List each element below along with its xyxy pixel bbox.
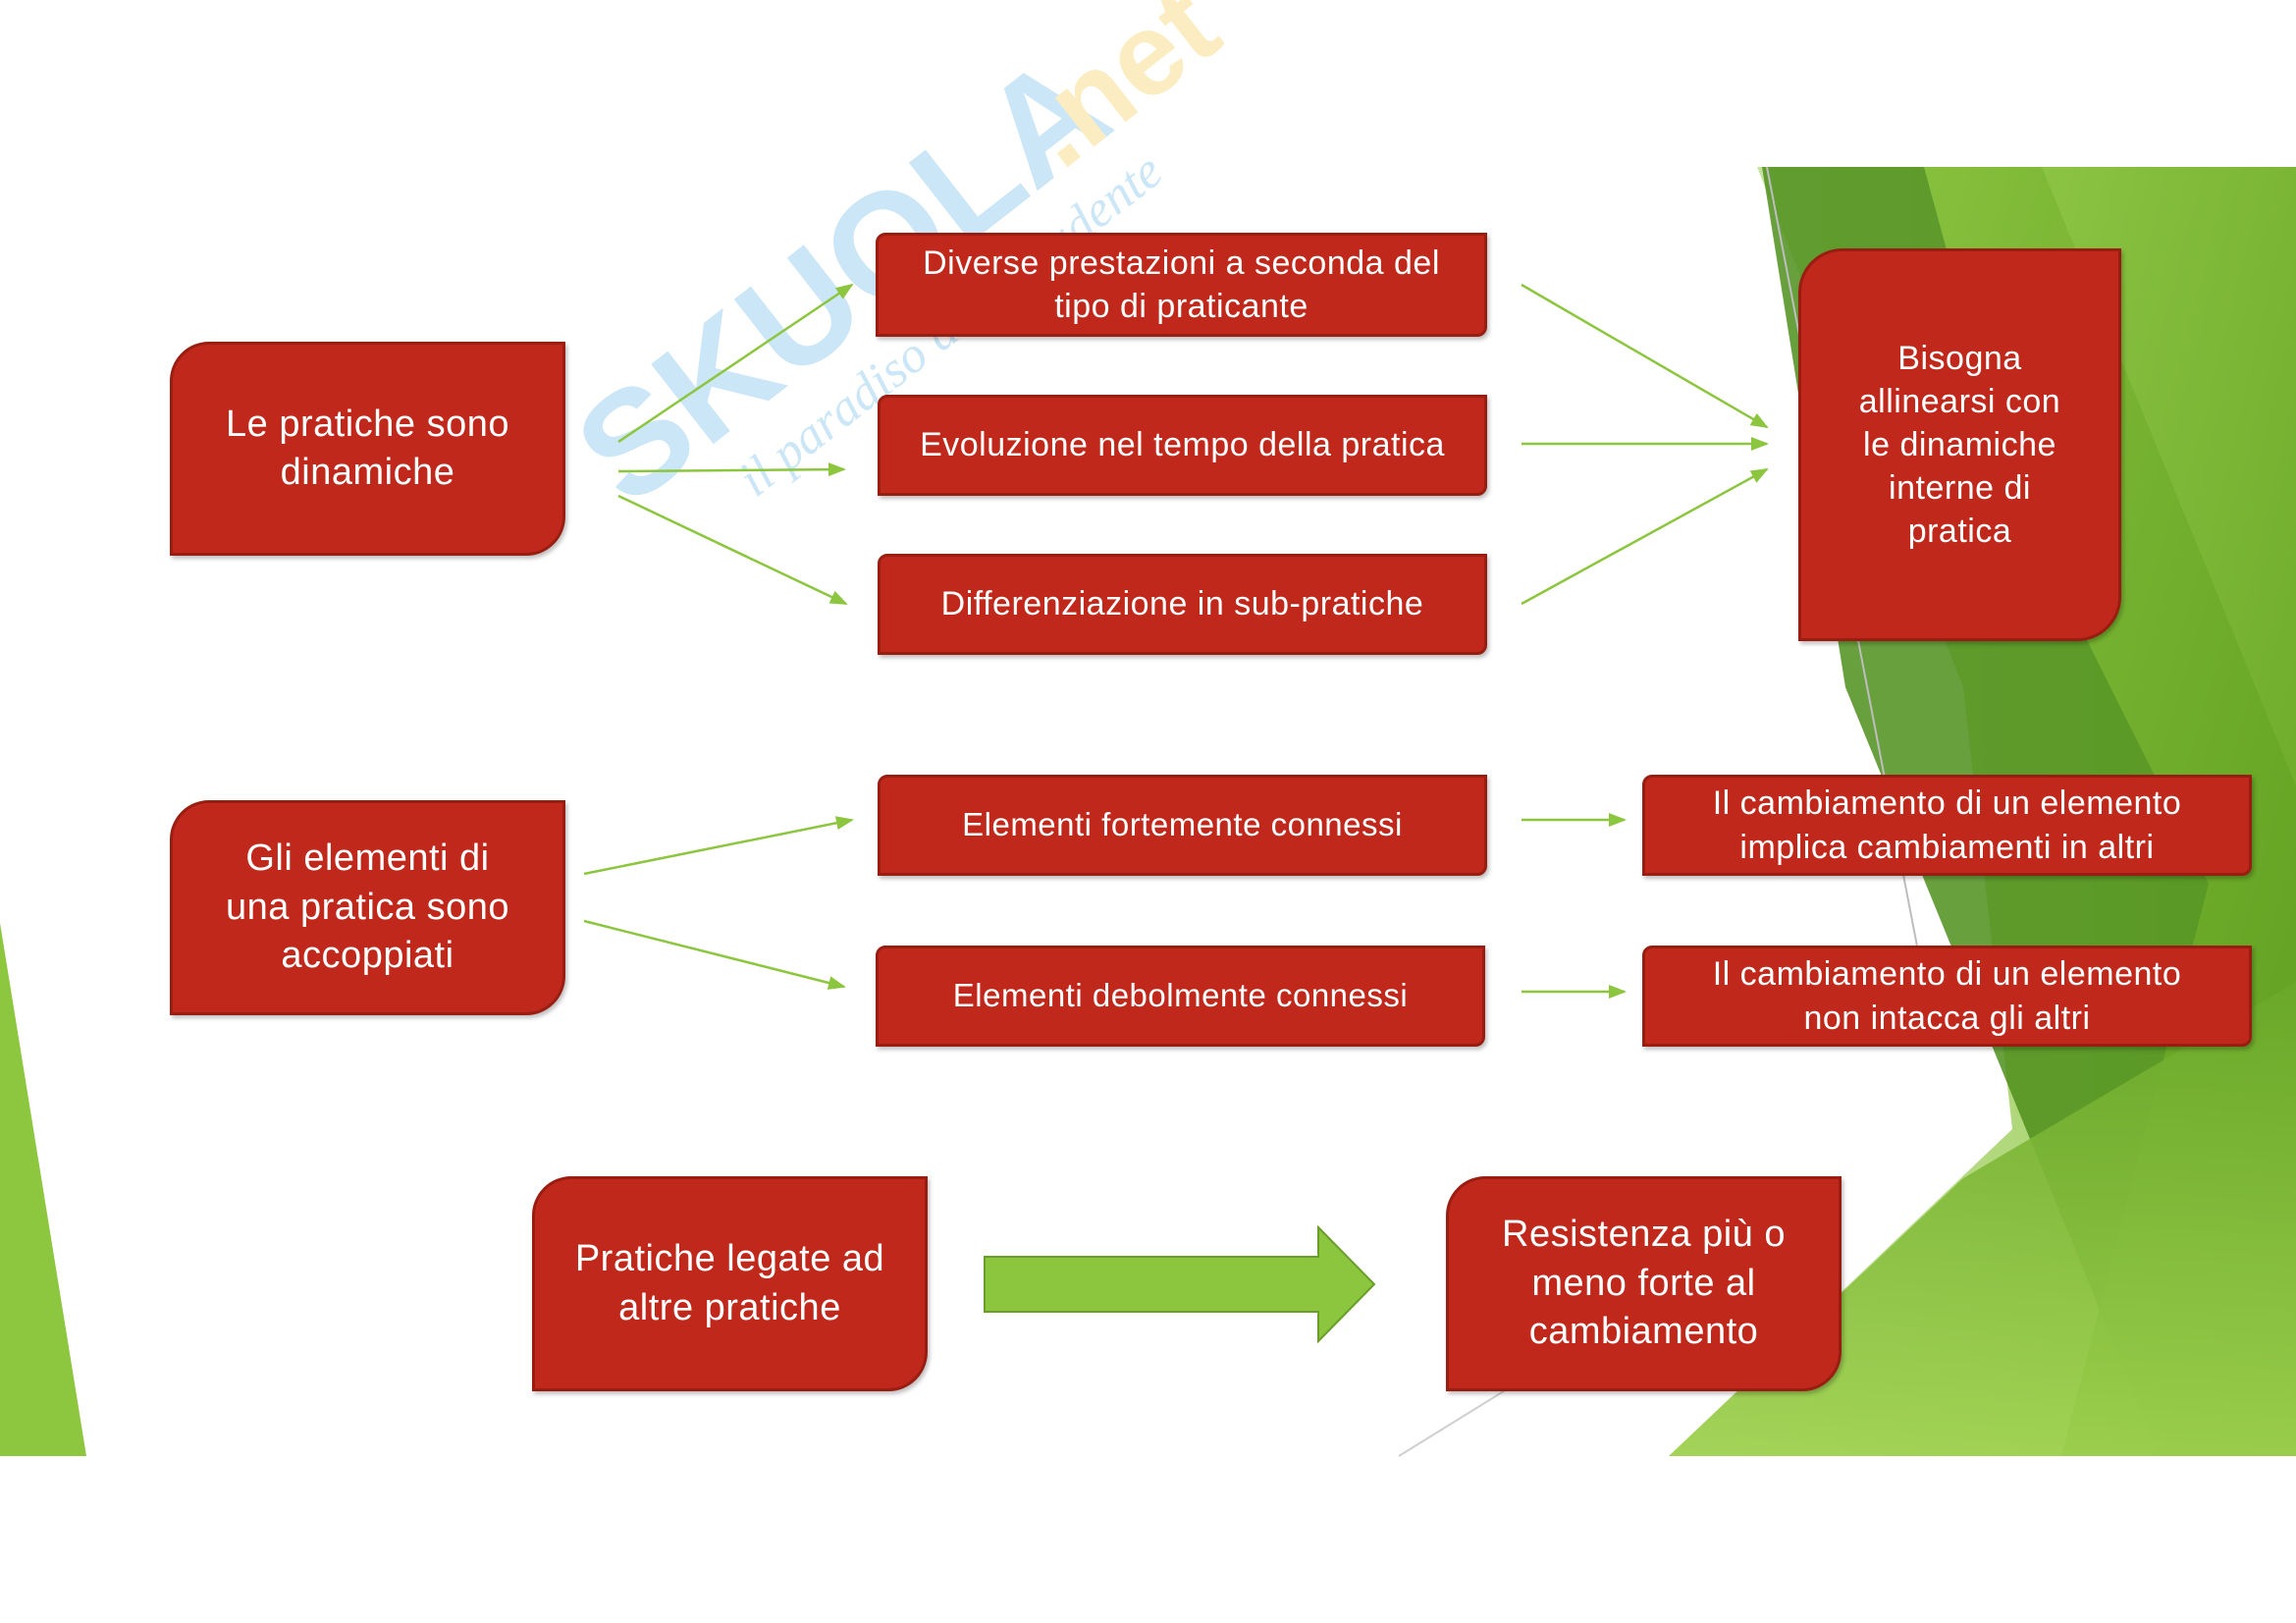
result-label: Il cambiamento di un elemento non intacc… [1712, 955, 2182, 1037]
item-box-performances: Diverse prestazioni a seconda del tipo d… [876, 233, 1487, 337]
result-box-align: Bisogna allinearsi con le dinamiche inte… [1798, 248, 2121, 641]
item-label: Evoluzione nel tempo della pratica [920, 426, 1445, 464]
item-label: Elementi fortemente connessi [962, 806, 1403, 843]
result-box-resistance: Resistenza più o meno forte al cambiamen… [1446, 1176, 1842, 1391]
source-label: Le pratiche sono dinamiche [226, 403, 509, 493]
item-box-sub-practices: Differenziazione in sub-pratiche [878, 554, 1487, 655]
item-label: Differenziazione in sub-pratiche [940, 585, 1424, 623]
bg-wedge-left [0, 923, 86, 1456]
item-label: Elementi debolmente connessi [952, 977, 1409, 1014]
item-box-evolution: Evoluzione nel tempo della pratica [878, 395, 1487, 496]
result-label: Resistenza più o meno forte al cambiamen… [1502, 1214, 1786, 1353]
source-label: Gli elementi di una pratica sono accoppi… [226, 838, 509, 977]
source-label: Pratiche legate ad altre pratiche [574, 1238, 885, 1328]
item-box-strongly-connected: Elementi fortemente connessi [878, 775, 1487, 876]
source-box-dynamic-practices: Le pratiche sono dinamiche [170, 342, 565, 556]
result-box-weak-effect: Il cambiamento di un elemento non intacc… [1642, 946, 2252, 1047]
result-label: Bisogna allinearsi con le dinamiche inte… [1858, 339, 2061, 551]
source-box-coupled-elements: Gli elementi di una pratica sono accoppi… [170, 800, 565, 1015]
source-box-linked-practices: Pratiche legate ad altre pratiche [532, 1176, 928, 1391]
item-box-weakly-connected: Elementi debolmente connessi [876, 946, 1485, 1047]
item-label: Diverse prestazioni a seconda del tipo d… [923, 243, 1440, 325]
result-box-strong-effect: Il cambiamento di un elemento implica ca… [1642, 775, 2252, 876]
result-label: Il cambiamento di un elemento implica ca… [1712, 784, 2182, 866]
